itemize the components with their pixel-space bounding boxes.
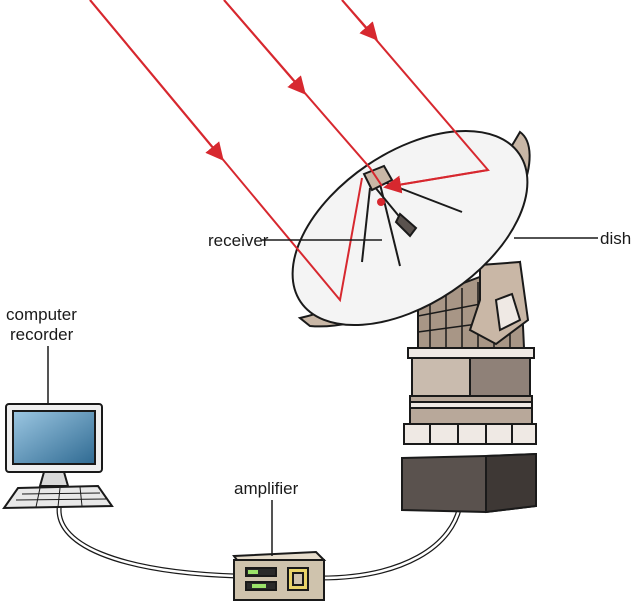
radio-dish-icon bbox=[291, 129, 531, 328]
amplifier-label: amplifier bbox=[234, 479, 299, 498]
label-leader-lines bbox=[47, 237, 598, 556]
computer-recorder-label-line1: computer bbox=[6, 305, 77, 324]
dish-label: dish bbox=[600, 229, 631, 248]
computer-recorder-label-line2: recorder bbox=[10, 325, 74, 344]
cable-computer-to-amplifier bbox=[56, 501, 237, 579]
receiver-label: receiver bbox=[208, 231, 269, 250]
telescope-base bbox=[401, 260, 537, 514]
computer-monitor-icon bbox=[5, 403, 103, 487]
incoming-signal-rays bbox=[89, 0, 490, 303]
keyboard-icon bbox=[2, 484, 114, 510]
amplifier-box-icon bbox=[232, 550, 327, 601]
receiver-focal-point bbox=[377, 198, 385, 206]
